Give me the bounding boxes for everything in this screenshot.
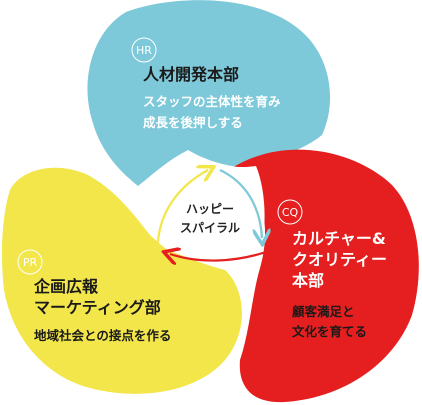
center-label-line-1: ハッピー [186,202,234,216]
hr-desc-line-1: スタッフの主体性を育み [143,94,281,109]
cq-title-line-3: 本部 [292,271,324,290]
spiral-arrow-blue [219,169,262,238]
hr-abbr: HR [136,44,152,57]
center-area [140,152,265,265]
pr-title-line-1: 企画広報 [33,277,99,296]
hr-badge-icon [131,37,157,63]
cq-abbr: CQ [282,206,299,219]
cq-title-line-2: クオリティー [292,250,387,269]
spiral-arrow-yellow [156,170,208,243]
pr-badge-icon [17,249,43,275]
pr-abbr: PR [23,256,38,269]
cq-desc-line-1: 顧客満足と [292,304,355,319]
cq-badge-icon [277,199,303,225]
spiral-arrow-red [170,252,267,261]
cq-title-line-1: カルチャー& [292,229,386,248]
hr-segment [87,0,331,187]
pr-title-line-2: マーケティング部 [34,298,161,317]
cq-segment [232,149,419,403]
pr-desc: 地域社会との接点を作る [34,328,171,343]
pr-segment [2,167,242,394]
hr-title: 人材開発本部 [143,65,239,84]
center-label-line-2: スパイラル [180,221,240,235]
cq-desc-line-2: 文化を育てる [292,324,367,339]
hr-desc-line-2: 成長を後押しする [143,115,243,130]
